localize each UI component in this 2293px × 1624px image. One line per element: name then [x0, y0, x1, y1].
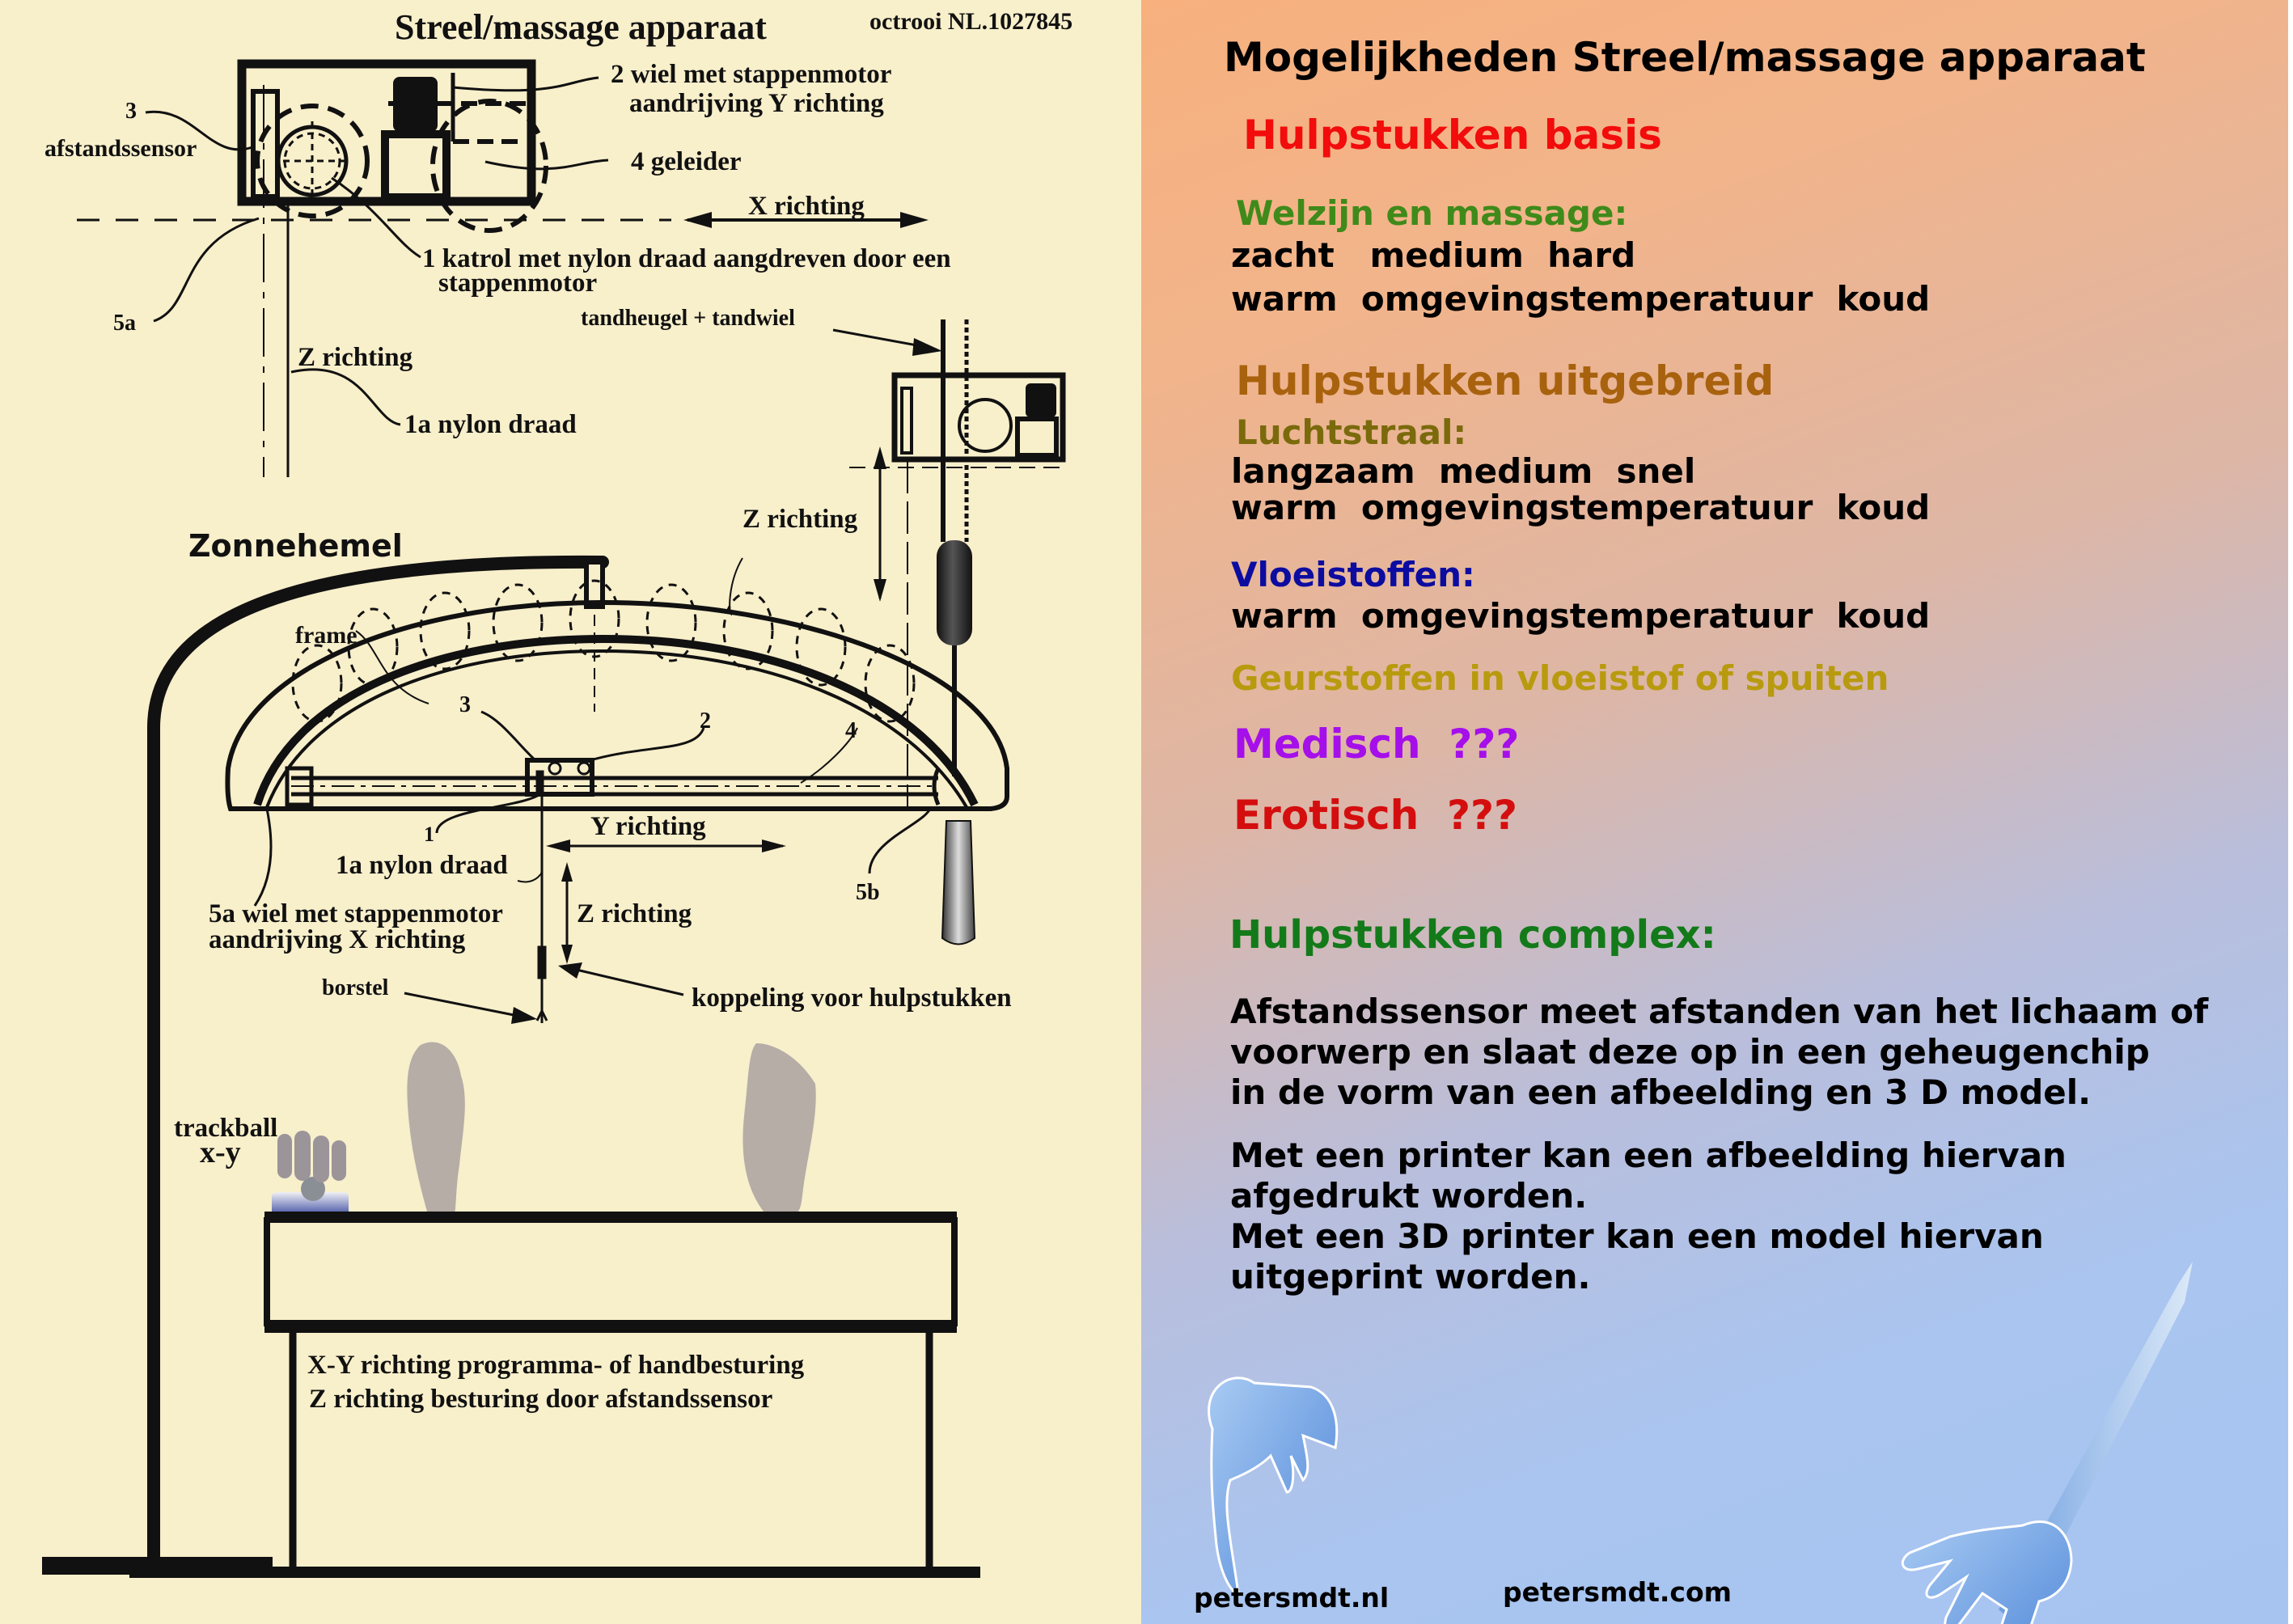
left-hand-icon — [1208, 1377, 1339, 1595]
website-link-nl[interactable]: petersmdt.nl — [1194, 1582, 1390, 1613]
label-trackball-xy: x-y — [200, 1136, 241, 1169]
label-frame: frame — [295, 622, 357, 649]
top-mechanism — [77, 59, 929, 477]
robot-hands-illustration — [1208, 1262, 2193, 1624]
label-z-direction-top: Z richting — [298, 343, 413, 372]
label-wheel-y-line2: aandrijving Y richting — [629, 89, 884, 118]
air-jet-speed-options: langzaam medium snel — [1231, 451, 1696, 491]
printer-desc-line: afgedrukt worden. — [1230, 1176, 1588, 1216]
heading-complex-attachments: Hulpstukken complex: — [1229, 912, 1716, 958]
right-hand-icon — [1901, 1262, 2193, 1624]
wellness-intensity-options: zacht medium hard — [1231, 235, 1636, 275]
label-sunbed: Zonnehemel — [188, 528, 403, 564]
heading-medical: Medisch ??? — [1233, 721, 1520, 768]
wellness-temperature-options: warm omgevingstemperatuur koud — [1231, 279, 1931, 319]
heading-basic-attachments: Hulpstukken basis — [1243, 112, 1662, 159]
heading-air-jet: Luchtstraal: — [1236, 412, 1467, 452]
cabinet — [42, 1212, 980, 1578]
label-y-direction: Y richting — [590, 812, 706, 841]
label-brush: borstel — [322, 975, 389, 1000]
diagram-panel — [0, 0, 1141, 1624]
label-pulley-line2: stappenmotor — [438, 269, 597, 298]
label-distance-sensor: afstandssensor — [44, 135, 197, 162]
heading-liquids: Vloeistoffen: — [1231, 555, 1475, 594]
printer-description-paragraph: Met een printer kan een afbeelding hierv… — [1230, 1136, 2067, 1297]
printer-desc-line: Met een 3D printer kan een model hiervan — [1230, 1216, 2044, 1256]
label-nylon-bottom: 1a nylon draad — [336, 851, 508, 880]
trackball — [272, 1131, 349, 1216]
label-number-1: 1 — [424, 823, 434, 846]
sunbed-frame — [147, 555, 1009, 1567]
printer-desc-line: uitgeprint worden. — [1230, 1257, 1591, 1296]
label-x-direction: X richting — [748, 192, 865, 221]
info-title: Mogelijkheden Streel/massage apparaat — [1224, 34, 2146, 81]
air-jet-temperature-options: warm omgevingstemperatuur koud — [1231, 488, 1931, 527]
complex-desc-line: Afstandssensor meet afstanden van het li… — [1230, 992, 2209, 1031]
label-pulley-line1: 1 katrol met nylon draad aangdreven door… — [422, 244, 951, 273]
feet — [407, 1042, 816, 1217]
label-wheel-x-line2: aandrijving X richting — [209, 925, 466, 954]
label-z-direction-right: Z richting — [742, 505, 858, 534]
printer-desc-line: Met een printer kan een afbeelding hierv… — [1230, 1136, 2067, 1175]
label-wheel-x-line1: 5a wiel met stappenmotor — [209, 899, 503, 928]
diagram-title: Streel/massage apparaat — [395, 7, 767, 47]
patent-number: octrooi NL.1027845 — [869, 8, 1072, 35]
label-wheel-y-line1: 2 wiel met stappenmotor — [611, 60, 891, 89]
info-panel — [1141, 0, 2288, 1624]
right-edge-strip — [2288, 0, 2293, 1624]
liquids-temperature-options: warm omgevingstemperatuur koud — [1231, 596, 1931, 636]
patent-diagram: Streel/massage apparaat octrooi NL.10278… — [42, 7, 1072, 1578]
label-nylon-top: 1a nylon draad — [404, 410, 577, 439]
label-number-2: 2 — [700, 708, 711, 734]
label-z-direction-bottom: Z richting — [577, 899, 692, 928]
heading-fragrances: Geurstoffen in vloeistof of spuiten — [1231, 658, 1889, 698]
complex-description-paragraph: Afstandssensor meet afstanden van het li… — [1230, 992, 2208, 1113]
label-sensor-number: 3 — [125, 99, 137, 124]
label-5b: 5b — [856, 880, 880, 905]
website-link-com[interactable]: petersmdt.com — [1503, 1576, 1732, 1608]
complex-desc-line: voorwerp en slaat deze op in een geheuge… — [1230, 1032, 2150, 1072]
heading-erotic: Erotisch ??? — [1233, 792, 1518, 839]
label-trackball: trackball — [174, 1114, 277, 1143]
complex-desc-line: in de vorm van een afbeelding en 3 D mod… — [1230, 1072, 2092, 1112]
control-text-line1: X-Y richting programma- of handbesturing — [307, 1351, 805, 1380]
label-5a-top: 5a — [113, 311, 136, 336]
label-coupling: koppeling voor hulpstukken — [692, 983, 1012, 1013]
label-number-4: 4 — [845, 718, 857, 743]
heading-wellness-massage: Welzijn en massage: — [1236, 193, 1628, 233]
label-rack-gear: tandheugel + tandwiel — [581, 306, 795, 331]
label-guide: 4 geleider — [631, 147, 742, 176]
label-number-3: 3 — [459, 692, 471, 717]
heading-extended-attachments: Hulpstukken uitgebreid — [1236, 357, 1775, 404]
control-text-line2: Z richting besturing door afstandssensor — [309, 1385, 772, 1414]
z-mechanism — [832, 319, 1068, 945]
